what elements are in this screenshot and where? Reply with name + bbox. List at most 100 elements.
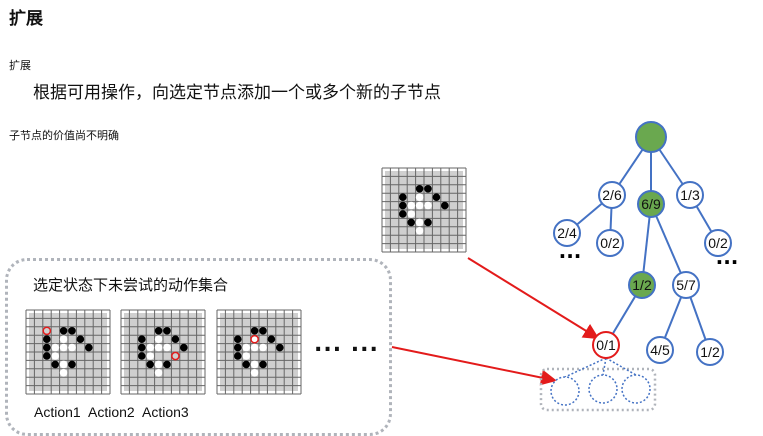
white-stone <box>51 352 59 360</box>
black-stone <box>43 335 51 344</box>
black-stone <box>76 335 85 344</box>
tree-node-label: 2/6 <box>602 187 622 203</box>
white-stone <box>250 335 259 344</box>
new-child-node <box>550 376 580 406</box>
tree-node <box>553 219 581 247</box>
go-board <box>25 309 111 395</box>
black-stone <box>146 360 154 369</box>
white-stone <box>154 360 163 369</box>
move-marker <box>250 334 259 344</box>
tree-node <box>704 229 732 257</box>
white-stone <box>51 343 59 352</box>
white-stone <box>415 227 424 235</box>
white-stone <box>242 343 250 352</box>
arrow <box>467 257 600 340</box>
white-stone <box>415 218 424 227</box>
tree-node-label: 6/9 <box>641 196 661 212</box>
white-stone <box>59 335 68 344</box>
black-stone <box>43 343 51 352</box>
tree-node <box>635 121 667 153</box>
black-stone <box>68 360 76 369</box>
tree-node <box>598 181 626 209</box>
tree-node-label: 5/7 <box>676 277 696 293</box>
description: 根据可用操作，向选定节点添加一个或多个新的子节点 <box>33 83 441 103</box>
black-stone <box>276 343 284 352</box>
tree-edge-dashed <box>602 357 607 376</box>
black-stone <box>259 360 267 369</box>
white-stone <box>415 201 424 210</box>
tree-node <box>596 229 624 257</box>
white-stone <box>146 343 154 352</box>
tree-node <box>676 181 704 209</box>
black-stone <box>163 327 171 335</box>
black-stone <box>138 343 146 352</box>
tree-edge <box>650 203 687 286</box>
white-stone <box>259 343 267 352</box>
new-children-box <box>539 367 657 412</box>
tree-node <box>646 336 674 364</box>
black-stone <box>154 327 163 335</box>
note: 子节点的价值尚不明确 <box>9 129 119 142</box>
black-stone <box>59 327 68 335</box>
new-child-node <box>588 374 618 404</box>
tree-node-label: 1/2 <box>700 344 720 360</box>
white-stone <box>407 201 416 210</box>
white-stone <box>163 343 171 352</box>
black-stone <box>415 185 424 193</box>
move-marker <box>42 326 52 336</box>
black-stone <box>432 193 441 201</box>
white-stone <box>59 360 68 369</box>
tree-node <box>628 271 656 299</box>
go-board <box>120 309 206 395</box>
black-stone <box>234 343 242 352</box>
black-stone <box>234 335 242 344</box>
white-stone <box>424 201 432 210</box>
tree-edge-dashed <box>605 357 637 376</box>
white-stone <box>59 343 68 352</box>
black-stone <box>259 327 267 335</box>
tree-node <box>592 331 620 359</box>
arrow <box>391 346 557 386</box>
white-stone <box>250 360 259 369</box>
tree-ellipsis: ... <box>716 245 739 269</box>
action-label: Action3 <box>142 404 189 420</box>
subtitle: 扩展 <box>9 59 31 72</box>
tree-node <box>637 190 665 218</box>
tree-node-label: 1/2 <box>632 277 652 293</box>
black-stone <box>399 210 407 218</box>
action-set-box <box>5 258 392 436</box>
tree-ellipsis: ... <box>559 239 582 263</box>
black-stone <box>171 335 180 344</box>
tree-node-label: 0/1 <box>596 337 616 353</box>
go-board <box>381 167 467 253</box>
black-stone <box>138 352 146 360</box>
tree-edge-dashed <box>564 357 607 378</box>
black-stone <box>441 201 449 210</box>
tree-node-label: 1/3 <box>680 187 700 203</box>
white-stone <box>415 193 424 201</box>
black-stone <box>43 352 51 360</box>
black-stone <box>51 360 59 369</box>
black-stone <box>138 335 146 344</box>
black-stone <box>399 201 407 210</box>
new-child-node <box>621 374 651 404</box>
white-stone <box>59 369 68 377</box>
white-stone <box>68 343 76 352</box>
action-label: Action1 <box>34 404 81 420</box>
white-stone <box>154 343 163 352</box>
action-label: Action2 <box>88 404 135 420</box>
white-stone <box>407 210 416 218</box>
action-ellipsis: ... ... <box>314 332 379 357</box>
black-stone <box>399 193 407 201</box>
move-marker <box>171 351 180 361</box>
black-stone <box>424 218 432 227</box>
black-stone <box>250 327 259 335</box>
black-stone <box>180 343 188 352</box>
black-stone <box>163 360 171 369</box>
tree-node-label: 2/4 <box>557 225 577 241</box>
black-stone <box>424 185 432 193</box>
black-stone <box>68 327 76 335</box>
tree-node <box>696 338 724 366</box>
white-stone <box>242 352 250 360</box>
